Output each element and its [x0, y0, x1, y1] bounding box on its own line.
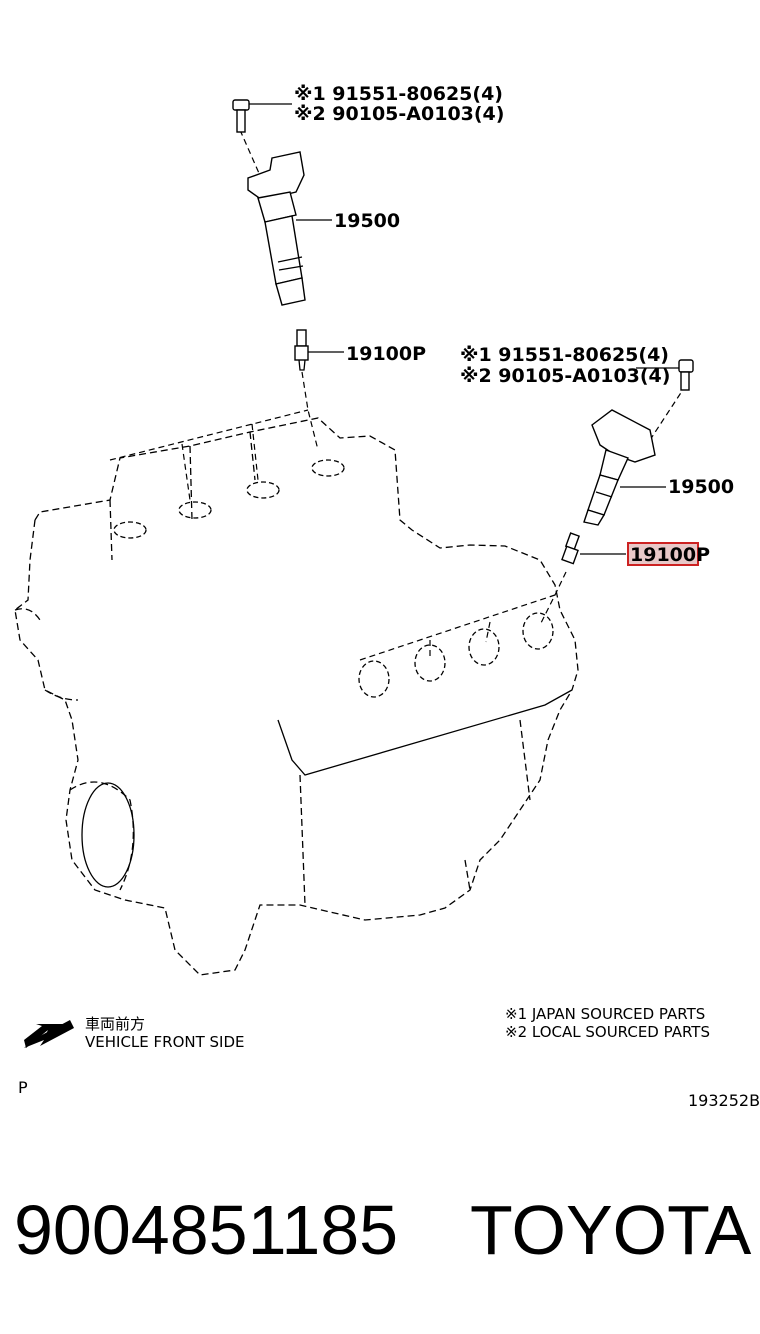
alignment-lines — [109, 129, 687, 661]
top-bolt — [232, 99, 292, 133]
engine-block — [14, 417, 579, 976]
brand-name: TOYOTA — [470, 1191, 752, 1269]
diagram-id: 193252B — [688, 1091, 760, 1110]
parts-diagram: ※1 91551-80625(4) ※2 90105-A0103(4) 1950… — [14, 83, 760, 1110]
legend-note-1: ※1 JAPAN SOURCED PARTS — [505, 1005, 705, 1023]
top-plug-label: 19100P — [346, 343, 426, 365]
direction-label-en: VEHICLE FRONT SIDE — [85, 1033, 245, 1051]
right-bolt — [636, 359, 694, 391]
page-marker: P — [18, 1078, 28, 1097]
highlight-box — [627, 542, 699, 566]
top-spark-plug — [294, 329, 344, 371]
direction-label-jp: 車両前方 — [85, 1015, 145, 1033]
top-ignition-coil — [247, 151, 332, 306]
front-direction-arrow-icon — [24, 1020, 74, 1048]
top-bolt-label-1: ※1 91551-80625(4) — [294, 83, 503, 105]
legend-note-2: ※2 LOCAL SOURCED PARTS — [505, 1023, 710, 1041]
top-bolt-label-2: ※2 90105-A0103(4) — [294, 103, 504, 125]
top-coil-label: 19500 — [334, 210, 400, 232]
part-number: 9004851185 — [14, 1191, 399, 1269]
right-bolt-label-2: ※2 90105-A0103(4) — [460, 365, 670, 387]
right-spark-plug — [561, 532, 626, 565]
right-plug-label-highlighted[interactable]: 19100P — [630, 544, 710, 566]
right-bolt-label-1: ※1 91551-80625(4) — [460, 344, 669, 366]
right-coil-label: 19500 — [668, 476, 734, 498]
right-ignition-coil — [583, 409, 666, 526]
